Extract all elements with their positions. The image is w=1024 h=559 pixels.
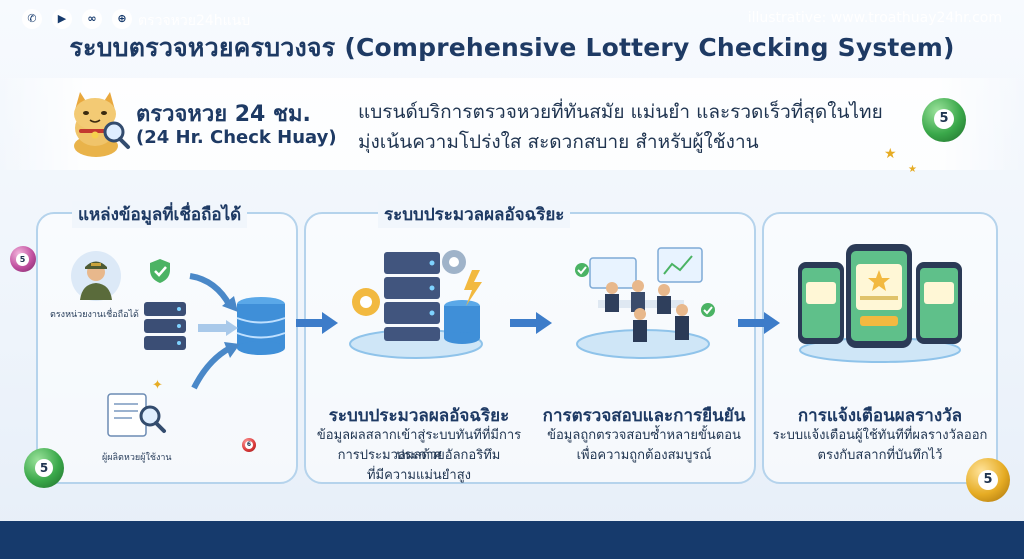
brand-desc-line1: แบรนด์บริการตรวจหวยที่ทันสมัย แม่นยำ และ…	[358, 101, 883, 123]
step-processing-line1: ข้อมูลผลสลากเข้าสู่ระบบทันทีที่มีการประก…	[316, 428, 522, 463]
server-small-icon	[144, 302, 186, 350]
reporter-source-label: ผู้ผลิตหวยผู้ใช้งาน	[102, 453, 172, 463]
sparkle-icon: ★	[908, 164, 917, 175]
step-verification-line2: เพื่อความถูกต้องสมบูรณ์	[576, 448, 712, 463]
footer-credit[interactable]: illustrative: www.troathuay24hr.com	[747, 10, 1002, 26]
flow-arrows-sources	[189, 273, 240, 390]
brand-name-th: ตรวจหวย 24 ชม.	[136, 102, 311, 127]
brand-name-en: (24 Hr. Check Huay)	[136, 127, 337, 148]
lottery-ball-number: 5	[978, 470, 998, 490]
step-processing-title: ระบบประมวลผลอัจฉริยะ	[328, 406, 510, 426]
step-verification-line1: ข้อมูลถูกตรวจสอบซ้ำหลายขั้นตอน	[547, 428, 741, 443]
sparkle-icon: ★	[884, 146, 897, 162]
lottery-ball-number: 5	[16, 253, 29, 266]
footer-bar	[0, 521, 1024, 559]
step-processing-line2: การประมวลผลด้วยอัลกอริทึม	[337, 448, 501, 463]
step-processing-line3: ที่มีความแม่นยำสูง	[366, 468, 472, 483]
sparkle-icon: ✦	[152, 378, 163, 393]
server-rack-icon	[349, 250, 483, 359]
phone-icon[interactable]: ✆	[22, 9, 42, 29]
globe-icon[interactable]: ⊕	[112, 9, 132, 29]
lottery-ball-number: 5	[35, 459, 53, 477]
footer-site-label[interactable]: ตรวจหวย24hแนบ	[138, 13, 251, 29]
flow-arrow-2	[510, 312, 552, 334]
lucky-cat-icon	[74, 92, 130, 157]
lottery-ball-number: 5	[934, 109, 954, 129]
panel-sources-title: แหล่งข้อมูลที่เชื่อถือได้	[72, 201, 248, 228]
link-icon[interactable]: ∞	[82, 9, 102, 29]
phone-notification-icon	[798, 244, 962, 363]
document-search-icon	[107, 393, 166, 437]
step-notification-line2: ตรงกับสลากที่บันทึกไว้	[817, 448, 943, 463]
flow-arrow-3	[738, 312, 780, 334]
page-title: ระบบตรวจหวยครบวงจร (Comprehensive Lotter…	[69, 33, 955, 62]
official-person-icon	[71, 251, 121, 301]
database-icon	[236, 297, 286, 355]
step-verification-title: การตรวจสอบและการยืนยัน	[542, 406, 746, 426]
official-source-label: ตรงหน่วยงานเชื่อถือได้	[50, 310, 139, 320]
panel-processing-title: ระบบประมวลผลอัจฉริยะ	[378, 201, 571, 228]
brand-desc-line2: มุ่งเน้นความโปร่งใส สะดวกสบาย สำหรับผู้ใ…	[358, 131, 759, 153]
shield-check-icon	[150, 259, 170, 283]
step-notification-title: การแจ้งเตือนผลรางวัล	[797, 406, 963, 426]
verification-team-icon	[575, 247, 715, 359]
hero-banner	[0, 78, 1024, 170]
flow-arrow-1	[296, 312, 338, 334]
step-notification-line1: ระบบแจ้งเตือนผู้ใช้ทันทีที่ผลรางวัลออก	[772, 428, 988, 443]
lottery-ball-number: 6	[245, 441, 253, 449]
video-icon[interactable]: ▶	[52, 9, 72, 29]
